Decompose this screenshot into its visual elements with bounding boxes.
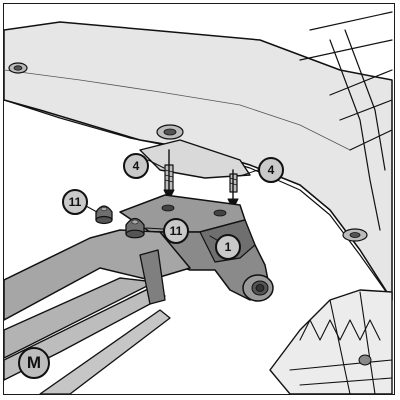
- linkage-spring-right: [299, 319, 381, 341]
- leader-screw-left: [147, 159, 165, 169]
- bracket-hole-2: [161, 204, 175, 212]
- leader-cap-right: [145, 227, 164, 230]
- linkage-frame-right: [269, 289, 393, 394]
- tail-fairing-panel: [4, 21, 393, 301]
- callout-screw-left: 4: [123, 153, 149, 179]
- callout-screw-right: 4: [258, 157, 284, 183]
- fairing-grommet-left: [8, 62, 28, 74]
- linkage-bars-right: [289, 291, 393, 394]
- figure-letter-badge: M: [18, 347, 50, 379]
- cap-right: [125, 217, 145, 239]
- fairing-lower-edge: [4, 99, 393, 301]
- leader-cap-left: [85, 205, 98, 213]
- rack-rail-lower-3: [39, 309, 171, 394]
- fairing-grommet-center: [156, 124, 184, 140]
- rack-arm-upper: [4, 229, 191, 321]
- rack-post: [139, 249, 166, 305]
- bracket-end-boss: [242, 274, 274, 302]
- callout-cap-right: 11: [163, 218, 189, 244]
- callout-cap-left: 11: [62, 189, 88, 215]
- rack-rail-lower-1: [4, 277, 156, 359]
- linkage-pivot: [358, 354, 372, 366]
- callout-bracket: 1: [215, 234, 241, 260]
- subframe-upper: [299, 11, 393, 151]
- fairing-crease-line: [4, 69, 351, 151]
- leader-screw-right: [239, 169, 259, 177]
- fairing-grommet-right: [342, 228, 368, 242]
- cap-left: [95, 205, 113, 225]
- subframe-brace: [329, 29, 386, 231]
- bracket-hole-1: [213, 209, 227, 217]
